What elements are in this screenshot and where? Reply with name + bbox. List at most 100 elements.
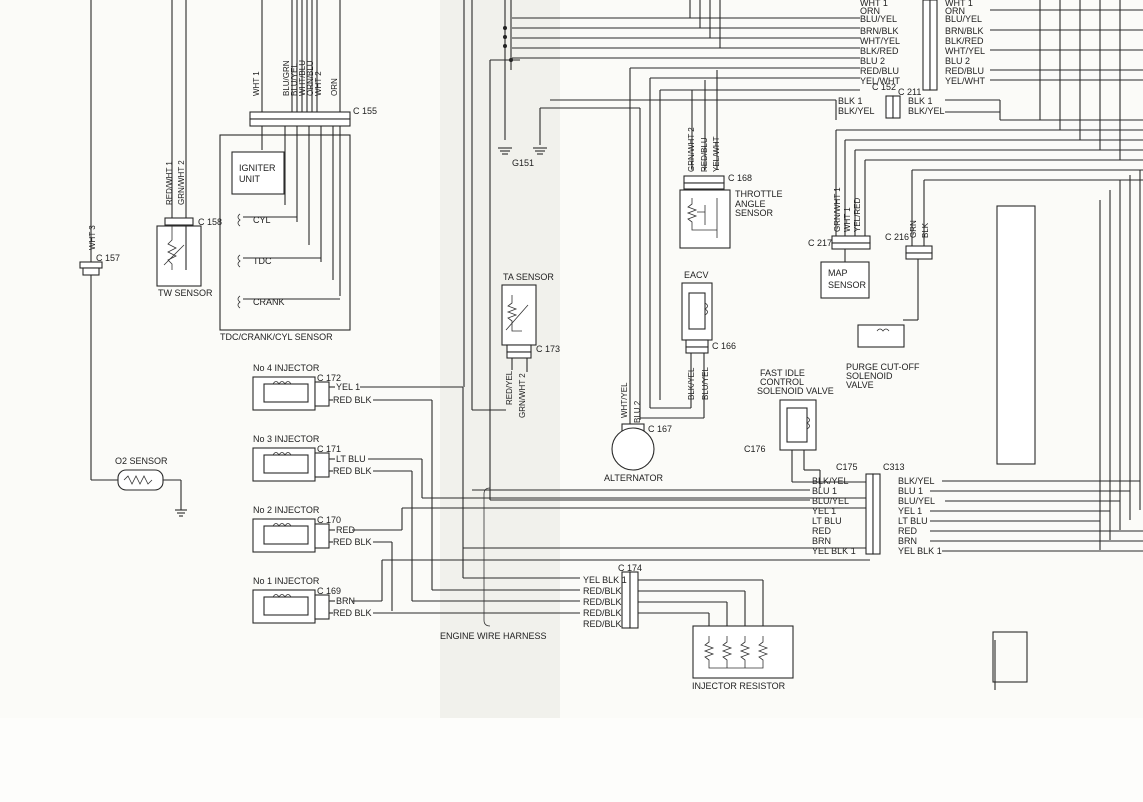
svg-text:C 217: C 217 (808, 238, 832, 248)
svg-text:RED/BLK: RED/BLK (583, 608, 622, 618)
svg-text:BRN: BRN (336, 596, 355, 606)
svg-text:TDC/CRANK/CYL SENSOR: TDC/CRANK/CYL SENSOR (220, 332, 333, 342)
svg-text:C176: C176 (744, 444, 766, 454)
svg-text:BLU/YEL: BLU/YEL (898, 496, 935, 506)
engine-wire-harness-label: ENGINE WIRE HARNESS (440, 631, 547, 641)
svg-text:BLU/YEL: BLU/YEL (812, 496, 849, 506)
solenoid-coil-icon (704, 302, 708, 316)
svg-text:BRN/BLK: BRN/BLK (945, 26, 984, 36)
svg-text:C 167: C 167 (648, 424, 672, 434)
svg-text:WHT/BLU: WHT/BLU (298, 60, 307, 96)
c175-c313-connector: C175 C313 BLK/YEL BLU 1 BLU/YEL YEL 1 LT… (472, 462, 1143, 556)
svg-text:RED: RED (898, 526, 918, 536)
svg-text:RED/BLK: RED/BLK (583, 586, 622, 596)
tdc-crank-cyl-sensor: IGNITER UNIT CYL TDC CRANK TDC/CRANK/CYL… (219, 134, 351, 342)
svg-text:INJECTOR RESISTOR: INJECTOR RESISTOR (692, 681, 786, 691)
svg-text:YEL/RED: YEL/RED (853, 198, 862, 232)
svg-text:RED/BLU: RED/BLU (945, 66, 984, 76)
top-bus-wires (512, 0, 860, 440)
fast-idle-control-valve: FAST IDLE CONTROL SOLENOID VALVE C176 (744, 368, 870, 488)
svg-text:CONTROL: CONTROL (760, 377, 804, 387)
svg-text:SENSOR: SENSOR (828, 280, 867, 290)
igniter-unit (231, 151, 285, 195)
injector-2: No 2 INJECTOR C 170 RED RED BLK (252, 505, 402, 553)
svg-text:PURGE CUT-OFF: PURGE CUT-OFF (846, 362, 920, 372)
svg-text:LT BLU: LT BLU (336, 454, 366, 464)
throttle-angle-sensor: GRN/WHT 2 RED/BLU YEL/WHT C 168 THROTTLE… (679, 127, 783, 249)
o2-element-icon (123, 475, 153, 485)
svg-text:TW SENSOR: TW SENSOR (158, 288, 213, 298)
svg-text:BLU/YEL: BLU/YEL (945, 14, 982, 24)
injector-harness-routing (381, 387, 870, 611)
svg-text:C 168: C 168 (728, 173, 752, 183)
potentiometer-icon (686, 198, 717, 231)
map-sensor: GRN/WHT 1 WHT 1 YEL/RED C 217 MAP SENSOR (808, 100, 1000, 299)
injector-3: No 3 INJECTOR C 171 LT BLU RED BLK (252, 434, 422, 482)
svg-text:YEL/WHT: YEL/WHT (945, 76, 986, 86)
svg-text:GRN/WHT 1: GRN/WHT 1 (833, 187, 842, 232)
svg-text:ANGLE: ANGLE (735, 199, 766, 209)
svg-text:BRN: BRN (898, 536, 917, 546)
c155-connector: C 155 WHT 1 BLU/GRN BLU/YEL WHT/BLU ORN/… (249, 0, 377, 296)
injector-coil-icon (272, 523, 292, 527)
svg-text:YEL/WHT: YEL/WHT (712, 136, 721, 172)
svg-text:GRN/WHT 2: GRN/WHT 2 (687, 127, 696, 172)
svg-text:BLK 1: BLK 1 (838, 96, 863, 106)
svg-text:BRN/BLK: BRN/BLK (860, 26, 899, 36)
svg-text:O2 SENSOR: O2 SENSOR (115, 456, 168, 466)
svg-text:BLK: BLK (921, 222, 930, 238)
svg-text:C 172: C 172 (317, 373, 341, 383)
svg-text:BLU 1: BLU 1 (812, 486, 837, 496)
svg-text:BLU/YEL: BLU/YEL (701, 367, 710, 400)
right-connector-block (996, 205, 1036, 465)
svg-text:BLK/RED: BLK/RED (945, 36, 984, 46)
svg-text:BLK/YEL: BLK/YEL (898, 476, 935, 486)
svg-text:RED/WHT 1: RED/WHT 1 (165, 161, 174, 205)
svg-text:C 211: C 211 (898, 87, 921, 97)
svg-text:LT BLU: LT BLU (812, 516, 842, 526)
svg-text:RED: RED (336, 525, 356, 535)
svg-text:C 216: C 216 (885, 232, 909, 242)
svg-text:C 158: C 158 (198, 217, 222, 227)
injector-resistor: INJECTOR RESISTOR (692, 625, 794, 691)
injector-coil-icon (272, 594, 292, 598)
c152-c211-connector: C 152 C 211 BLK 1 BLK/YEL BLK 1 BLK/YEL (550, 82, 1000, 119)
harness-bracket (483, 487, 491, 627)
injector-1: No 1 INJECTOR C 169 BRN RED BLK (252, 576, 580, 624)
svg-text:RED/BLU: RED/BLU (860, 66, 899, 76)
svg-text:ALTERNATOR: ALTERNATOR (604, 473, 664, 483)
svg-text:BLK/YEL: BLK/YEL (812, 476, 849, 486)
svg-text:GRN/WHT 2: GRN/WHT 2 (518, 373, 527, 418)
svg-text:No 4 INJECTOR: No 4 INJECTOR (253, 363, 320, 373)
svg-text:ORN: ORN (330, 78, 339, 96)
thermistor-icon (167, 226, 177, 270)
svg-text:CYL: CYL (253, 215, 271, 225)
svg-text:BLU/GRN: BLU/GRN (282, 60, 291, 96)
c157-and-o2-sensor: WHT 3 C 157 O2 SENSOR (79, 225, 187, 517)
svg-text:EACV: EACV (684, 270, 709, 280)
svg-text:SOLENOID VALVE: SOLENOID VALVE (757, 386, 834, 396)
left-trunk-wires (90, 0, 303, 481)
svg-text:IGNITER: IGNITER (239, 163, 276, 173)
svg-text:WHT 2: WHT 2 (314, 71, 323, 96)
svg-text:RED/YEL: RED/YEL (505, 370, 514, 405)
svg-text:TDC: TDC (253, 256, 272, 266)
svg-text:WHT 1: WHT 1 (860, 0, 888, 8)
svg-text:YEL BLK 1: YEL BLK 1 (898, 546, 942, 556)
svg-text:C 174: C 174 (618, 563, 642, 573)
svg-text:WHT/YEL: WHT/YEL (945, 46, 985, 56)
svg-text:C 157: C 157 (96, 253, 120, 263)
svg-text:BLU 2: BLU 2 (945, 56, 970, 66)
crank-coil-icon (237, 295, 241, 309)
svg-text:RED BLK: RED BLK (333, 608, 372, 618)
svg-text:BLK 1: BLK 1 (908, 96, 933, 106)
svg-text:C 170: C 170 (317, 515, 341, 525)
svg-text:YEL/WHT: YEL/WHT (860, 76, 901, 86)
svg-text:ORN/BLU: ORN/BLU (306, 60, 315, 96)
svg-text:YEL 1: YEL 1 (812, 506, 836, 516)
resistor-icon (703, 636, 769, 669)
svg-text:FAST IDLE: FAST IDLE (760, 368, 805, 378)
svg-text:CRANK: CRANK (253, 297, 285, 307)
svg-text:RED BLK: RED BLK (333, 395, 372, 405)
purge-coil-icon (876, 328, 890, 332)
